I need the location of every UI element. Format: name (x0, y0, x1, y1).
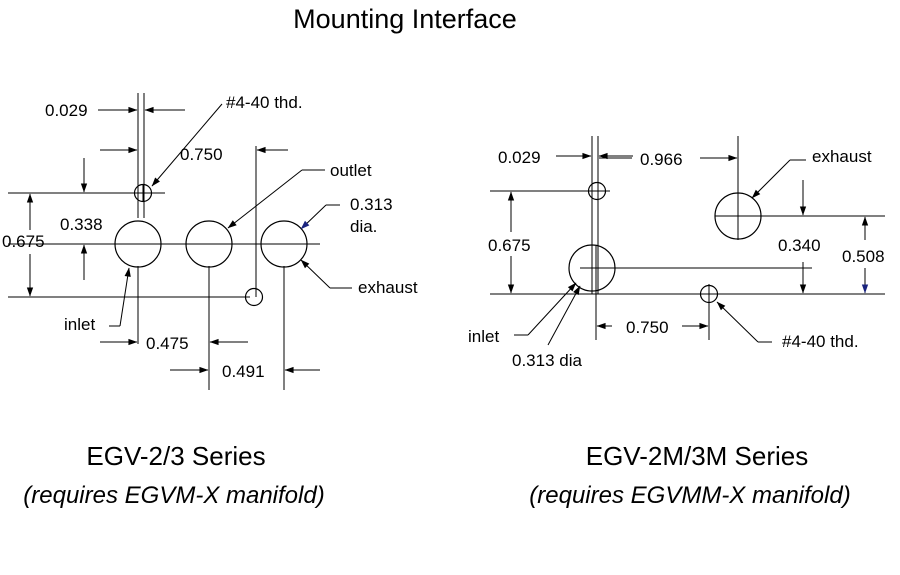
right-thread-label: #4-40 thd. (782, 332, 859, 351)
right-inlet-port (568, 244, 616, 292)
right-dim-966: 0.966 (640, 150, 683, 169)
left-port-dia-label: 0.313 (350, 195, 393, 214)
right-series-name: EGV-2M/3M Series (586, 441, 809, 471)
left-requirement: (requires EGVM-X manifold) (23, 482, 324, 509)
left-inlet-label: inlet (64, 315, 95, 334)
right-dim-750: 0.750 (626, 318, 669, 337)
left-dim-475: 0.475 (146, 334, 189, 353)
right-exhaust-label: exhaust (812, 147, 872, 166)
left-outlet-port (185, 220, 233, 268)
left-dim-338: 0.338 (60, 215, 103, 234)
right-dim-340: 0.340 (778, 236, 821, 255)
left-series-name: EGV-2/3 Series (86, 441, 265, 471)
left-exhaust-label: exhaust (358, 278, 418, 297)
left-dim-029: 0.029 (45, 101, 88, 120)
right-reference-lines (490, 136, 885, 340)
left-drawing: 0.029 #4-40 thd. 0.750 outlet 0.313 dia.… (2, 93, 418, 390)
left-thread-hole-upper (133, 183, 153, 203)
left-reference-lines (8, 93, 320, 390)
right-dim-675: 0.675 (488, 236, 531, 255)
right-drawing: 0.029 0.966 exhaust 0.675 0.340 0.508 in… (468, 136, 885, 370)
left-dim-750: 0.750 (180, 145, 223, 164)
left-port-dia-suffix: dia. (350, 217, 377, 236)
left-dim-675: 0.675 (2, 232, 45, 251)
right-requirement: (requires EGVMM-X manifold) (529, 482, 850, 509)
right-thread-hole-upper (587, 181, 607, 201)
right-dim-508: 0.508 (842, 247, 885, 266)
right-inlet-label: inlet (468, 327, 499, 346)
left-thread-label: #4-40 thd. (226, 93, 303, 112)
page-title: Mounting Interface (293, 4, 517, 34)
left-inlet-port (114, 220, 162, 268)
left-outlet-label: outlet (330, 161, 372, 180)
left-dim-491: 0.491 (222, 362, 265, 381)
left-exhaust-port (260, 220, 308, 268)
right-thread-hole-lower (699, 284, 719, 304)
right-port-dia-label: 0.313 dia (512, 351, 582, 370)
right-dim-029: 0.029 (498, 148, 541, 167)
left-thread-hole-lower (244, 287, 264, 307)
right-exhaust-port (714, 192, 762, 240)
